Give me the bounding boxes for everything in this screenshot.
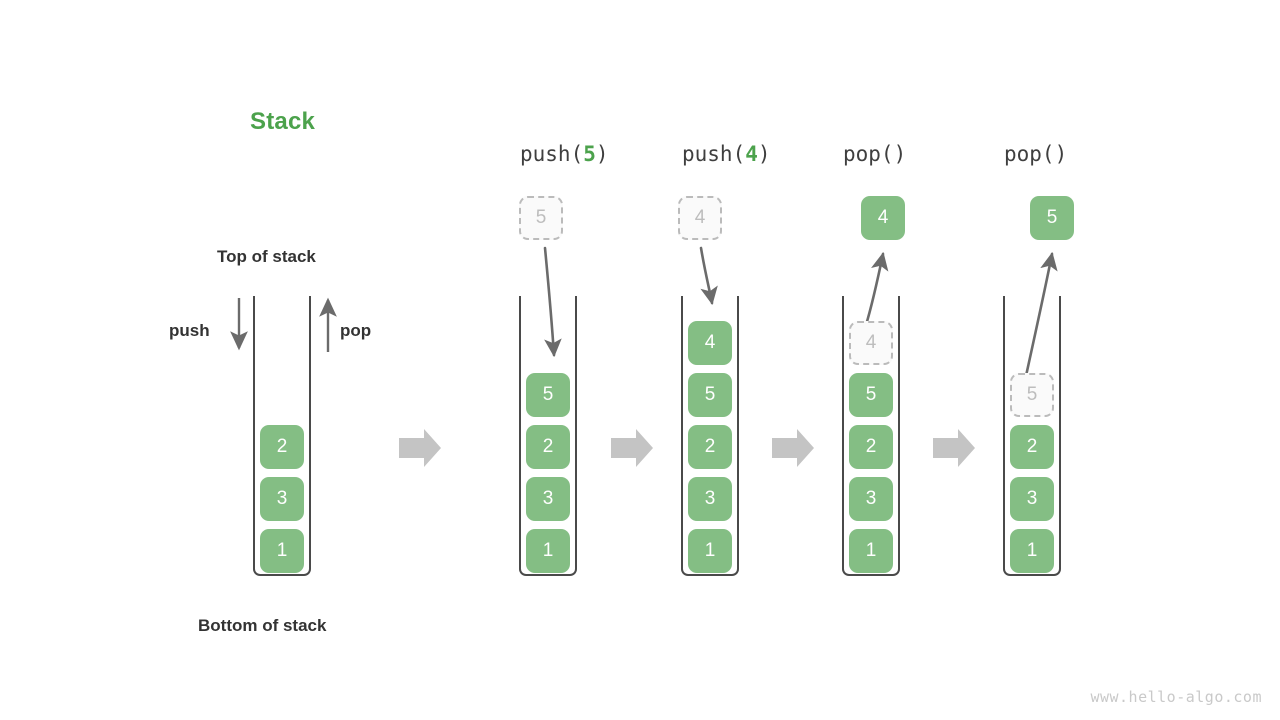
op-label-pop-1: pop() [843,142,906,166]
stack-cell: 5 [526,373,570,417]
op-label-arg: 4 [745,142,758,166]
stack-cell: 2 [526,425,570,469]
transition-arrow-3 [772,429,814,467]
page-title: Stack [250,108,316,135]
op-label-suffix: ) [1054,142,1068,166]
op-label-suffix: ) [757,142,771,166]
transition-arrow-1 [399,429,441,467]
stack-cell: 4 [688,321,732,365]
op-label-pop-2: pop() [1004,142,1067,166]
op-label-prefix: pop( [843,142,894,166]
stack-cell: 1 [1010,529,1054,573]
stack-cell: 3 [260,477,304,521]
stack-cell: 3 [1010,477,1054,521]
floating-ghost-cell-push-4: 4 [678,196,722,240]
stack-container-pop-1 [842,296,900,576]
op-label-prefix: pop( [1004,142,1055,166]
op-label-prefix: push( [520,142,584,166]
bottom-of-stack-label: Bottom of stack [198,616,327,635]
transition-arrow-4 [933,429,975,467]
stack-cell: 3 [849,477,893,521]
op-label-prefix: push( [682,142,746,166]
stack-cell: 3 [688,477,732,521]
stack-cell: 1 [260,529,304,573]
op-label-suffix: ) [595,142,609,166]
top-of-stack-label: Top of stack [217,247,316,266]
watermark: www.hello-algo.com [1090,688,1262,706]
transition-arrow-2 [611,429,653,467]
stack-cell: 2 [260,425,304,469]
popped-cell-5: 5 [1030,196,1074,240]
stack-cell: 5 [688,373,732,417]
popped-cell-4: 4 [861,196,905,240]
ghost-cell-in-stack-5: 5 [1010,373,1054,417]
stack-cell: 5 [849,373,893,417]
floating-ghost-cell-push-5: 5 [519,196,563,240]
stack-container-pop-2 [1003,296,1061,576]
stack-cell: 2 [688,425,732,469]
push-label: push [169,321,210,340]
op-label-arg: 5 [583,142,596,166]
stack-cell: 2 [1010,425,1054,469]
stack-cell: 2 [849,425,893,469]
stack-cell: 3 [526,477,570,521]
flow-arrow-push-4 [699,246,718,306]
pop-label: pop [340,321,372,340]
stack-container-push-4 [681,296,739,576]
op-label-suffix: ) [893,142,907,166]
stack-cell: 1 [849,529,893,573]
ghost-cell-in-stack-4: 4 [849,321,893,365]
stack-container-initial [253,296,311,576]
op-label-push-4: push(4) [682,142,771,166]
op-label-push-5: push(5) [520,142,609,166]
stack-cell: 1 [688,529,732,573]
stack-container-push-5 [519,296,577,576]
stack-cell: 1 [526,529,570,573]
